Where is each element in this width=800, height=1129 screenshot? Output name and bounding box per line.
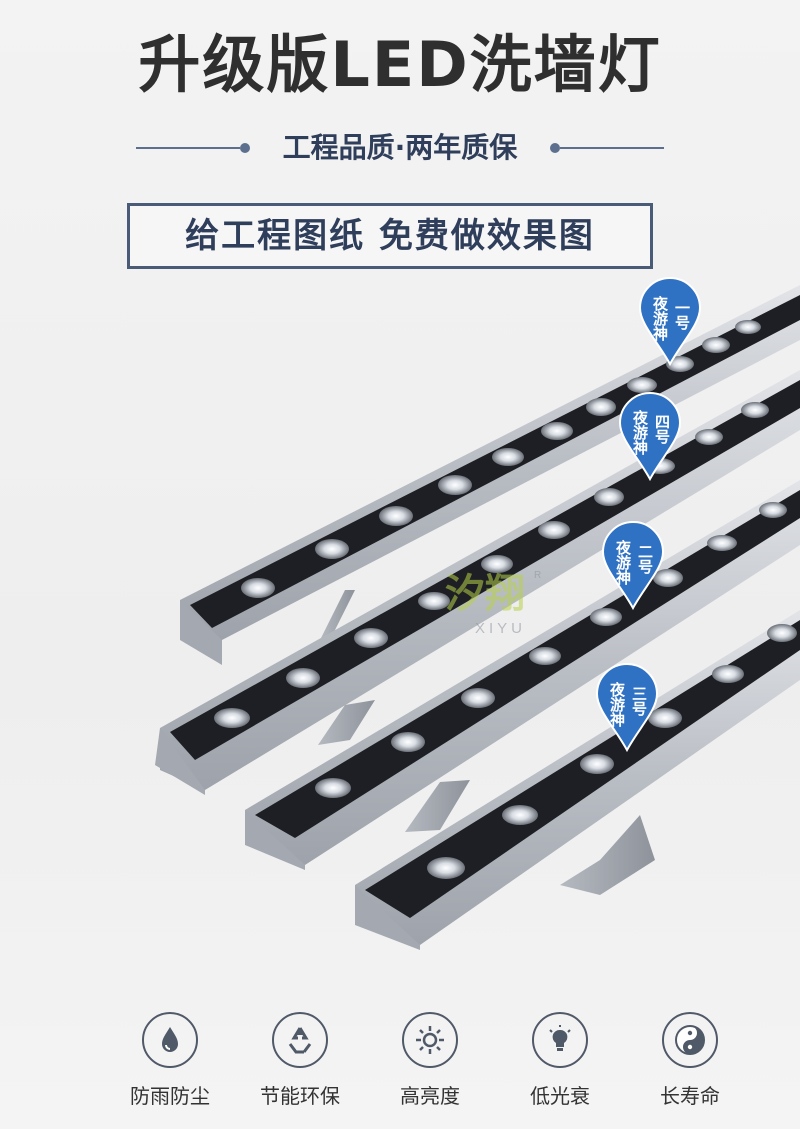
subtitle-dot-right [550,143,560,153]
wall-washer-bar-3 [245,480,800,870]
feature-waterproof: 防雨防尘 [110,1012,230,1109]
feature-label: 低光衰 [530,1084,590,1108]
subtitle-dot-left [240,143,250,153]
sun-icon [402,1012,458,1068]
badge-pin-1 [638,276,702,367]
feature-label: 防雨防尘 [130,1084,210,1108]
subtitle: 工程品质·两年质保 [282,131,518,164]
feature-low-decay: 低光衰 [500,1012,620,1109]
feature-brightness: 高亮度 [370,1012,490,1109]
wall-washer-bar-1 [180,285,800,665]
feature-list: 防雨防尘 节能环保 高亮度 低光衰 长寿命 [0,1012,800,1122]
subtitle-line-right [560,147,664,149]
brand-watermark: 汐翔 XIYU R [445,570,541,637]
waterdrop-icon [142,1012,198,1068]
badge-3-col2: 二号 [636,544,654,575]
feature-eco: 节能环保 [240,1012,360,1109]
wall-washer-bar-4 [355,610,800,950]
badge-1-col1: 夜游神 [651,295,669,342]
badge-3-col1: 夜游神 [614,539,632,586]
bulb-icon [532,1012,588,1068]
badge-1-col2: 一号 [673,300,691,331]
feature-long-life: 长寿命 [630,1012,750,1109]
subtitle-line-left [136,147,240,149]
promo-box: 给工程图纸 免费做效果图 [127,203,653,269]
page-title: 升级版LED洗墙灯 [138,28,662,101]
badge-2-col2: 四号 [653,414,671,445]
feature-label: 节能环保 [260,1084,340,1108]
watermark-en: XIYU [475,620,526,637]
watermark-registered: R [534,570,541,581]
badge-4-col2: 三号 [630,686,648,717]
badge-pin-4 [595,662,659,753]
feature-label: 高亮度 [400,1084,460,1108]
feature-label: 长寿命 [660,1084,720,1108]
watermark-cn: 汐翔 [445,572,525,616]
recycle-icon [272,1012,328,1068]
wall-washer-bar-2 [155,370,800,795]
subtitle-row: 工程品质·两年质保 [136,128,664,168]
badge-4-col1: 夜游神 [608,681,626,728]
badge-pin-3 [601,520,665,611]
badge-2-col1: 夜游神 [631,409,649,456]
yin-yang-icon [662,1012,718,1068]
badge-pin-2 [618,391,682,482]
